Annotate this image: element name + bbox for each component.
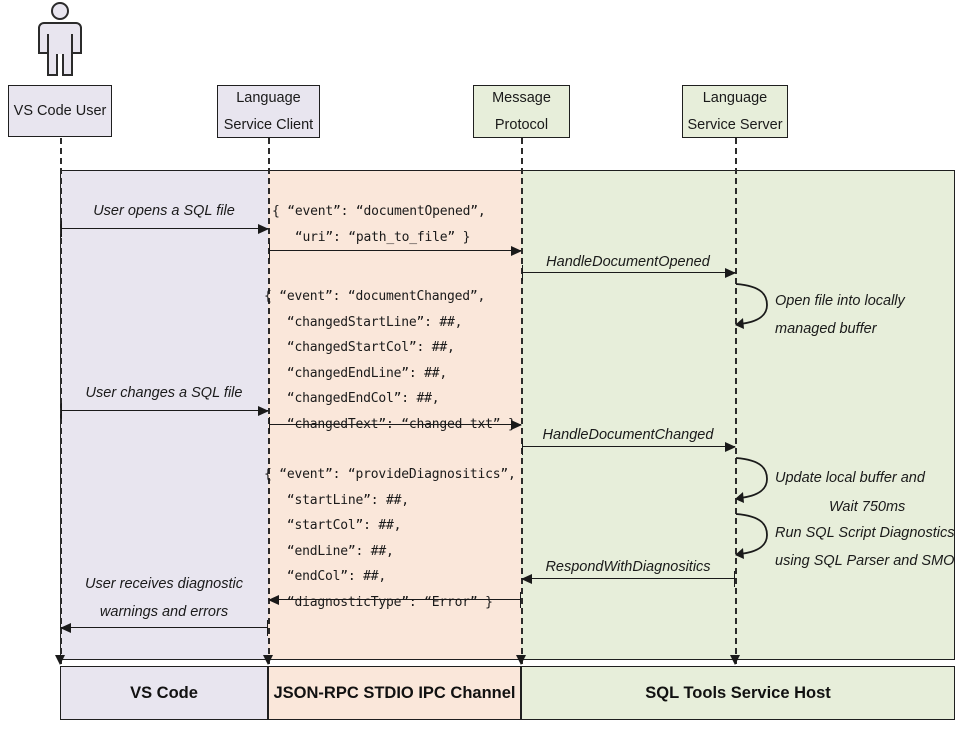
lifeline-header-message-protocol-line1: Message <box>492 89 551 106</box>
lifeline-language-service-client <box>268 138 270 664</box>
arrow-handle-document-changed <box>522 439 736 455</box>
json-payload-document-opened: { “event”: “documentOpened”, “uri”: “pat… <box>272 204 486 245</box>
lifeline-header-language-service-server-line2: Service Server <box>687 116 783 133</box>
actor-hip-icon <box>49 50 71 54</box>
lifeline-header-vscode-user[interactable]: VS Code User <box>8 85 112 137</box>
band-vscode <box>60 170 268 660</box>
arrow-handle-document-opened <box>522 265 736 281</box>
json-payload-document-changed: { “event”: “documentChanged”, “changedSt… <box>264 289 516 432</box>
lifeline-header-message-protocol[interactable]: Message Protocol <box>473 85 570 138</box>
selfloop-open-file-buffer-icon <box>735 283 768 329</box>
arrow-document-changed <box>269 417 522 433</box>
footer-cell-jsonrpc-channel[interactable]: JSON-RPC STDIO IPC Channel <box>268 666 521 720</box>
arrow-origin-stub <box>269 417 270 433</box>
label-update-buffer-line2: Wait 750ms <box>829 499 906 515</box>
arrow-origin-stub <box>269 243 270 259</box>
label-user-changes-sql-file: User changes a SQL file <box>85 385 243 401</box>
arrow-diagnostics-to-client <box>268 592 521 608</box>
arrow-head-icon <box>511 246 522 256</box>
actor-figure-icon <box>37 2 83 76</box>
footer-label-jsonrpc-channel: JSON-RPC STDIO IPC Channel <box>273 683 516 702</box>
lifeline-header-language-service-server-line1: Language <box>702 89 768 106</box>
actor-leg-right-icon <box>62 52 73 76</box>
footer-label-vs-code: VS Code <box>130 683 198 702</box>
lifeline-end-tick-language-service-server <box>730 655 740 665</box>
footer-cell-vs-code[interactable]: VS Code <box>60 666 268 720</box>
actor-arm-left-icon <box>47 34 49 56</box>
arrow-origin-stub <box>734 571 735 587</box>
selfloop-update-buffer-wait-icon <box>735 457 768 503</box>
footer-label-sql-tools-service-host: SQL Tools Service Host <box>645 683 831 702</box>
actor-leg-left-icon <box>47 52 58 76</box>
label-handle-document-opened: HandleDocumentOpened <box>546 254 710 270</box>
arrow-head-icon <box>725 442 736 452</box>
lifeline-vscode-user <box>60 138 62 664</box>
lifeline-header-language-service-client-line1: Language <box>236 89 301 106</box>
selfloop-run-diagnostics-icon <box>735 513 768 559</box>
json-payload-provide-diagnositics: { “event”: “provideDiagnositics”, “start… <box>264 467 516 610</box>
label-run-diagnostics-line1: Run SQL Script Diagnostics <box>775 525 955 541</box>
arrow-respond-with-diagnositics <box>521 571 735 587</box>
arrow-origin-stub <box>520 592 521 608</box>
label-respond-with-diagnositics: RespondWithDiagnositics <box>545 559 711 575</box>
lifeline-header-language-service-client-line2: Service Client <box>223 116 314 133</box>
arrow-head-icon <box>511 420 522 430</box>
arrow-origin-stub <box>267 620 268 636</box>
arrow-origin-stub <box>61 403 62 419</box>
arrow-head-icon <box>258 406 269 416</box>
label-update-buffer-line1: Update local buffer and <box>775 470 925 486</box>
arrow-user-receives-diagnostics <box>60 620 268 636</box>
arrow-head-icon <box>258 224 269 234</box>
arrow-origin-stub <box>61 221 62 237</box>
arrow-head-icon <box>60 623 71 633</box>
arrow-origin-stub <box>522 439 523 455</box>
footer-cell-sql-tools-service-host[interactable]: SQL Tools Service Host <box>521 666 955 720</box>
lifeline-header-message-protocol-line2: Protocol <box>494 116 549 133</box>
label-user-receives-line2: warnings and errors <box>99 604 229 620</box>
arrow-user-opens-sql-file <box>61 221 269 237</box>
actor-body-icon <box>38 22 82 76</box>
lifeline-end-tick-language-service-client <box>263 655 273 665</box>
label-run-diagnostics-line2: using SQL Parser and SMO <box>775 553 955 569</box>
label-user-opens-sql-file: User opens a SQL file <box>93 203 235 219</box>
lifeline-message-protocol <box>521 138 523 664</box>
arrow-user-changes-sql-file <box>61 403 269 419</box>
lifeline-end-tick-message-protocol <box>516 655 526 665</box>
band-service-host <box>521 170 955 660</box>
arrow-head-icon <box>725 268 736 278</box>
arrow-head-icon <box>268 595 279 605</box>
actor-torso-icon <box>38 22 82 54</box>
label-handle-document-changed: HandleDocumentChanged <box>542 427 714 443</box>
actor-arm-right-icon <box>71 34 73 56</box>
actor-head-icon <box>51 2 69 20</box>
lifeline-end-tick-vscode-user <box>55 655 65 665</box>
label-open-file-buffer-line2: managed buffer <box>775 321 877 337</box>
lifeline-language-service-server <box>735 138 737 664</box>
arrow-origin-stub <box>522 265 523 281</box>
lifeline-header-language-service-client[interactable]: Language Service Client <box>217 85 320 138</box>
lifeline-header-vscode-user-line1: VS Code User <box>13 102 107 119</box>
label-user-receives-line1: User receives diagnostic <box>85 576 243 592</box>
lifeline-header-language-service-server[interactable]: Language Service Server <box>682 85 788 138</box>
label-open-file-buffer-line1: Open file into locally <box>775 293 905 309</box>
arrow-head-icon <box>521 574 532 584</box>
arrow-document-opened <box>269 243 522 259</box>
band-ipc-channel <box>268 170 521 660</box>
